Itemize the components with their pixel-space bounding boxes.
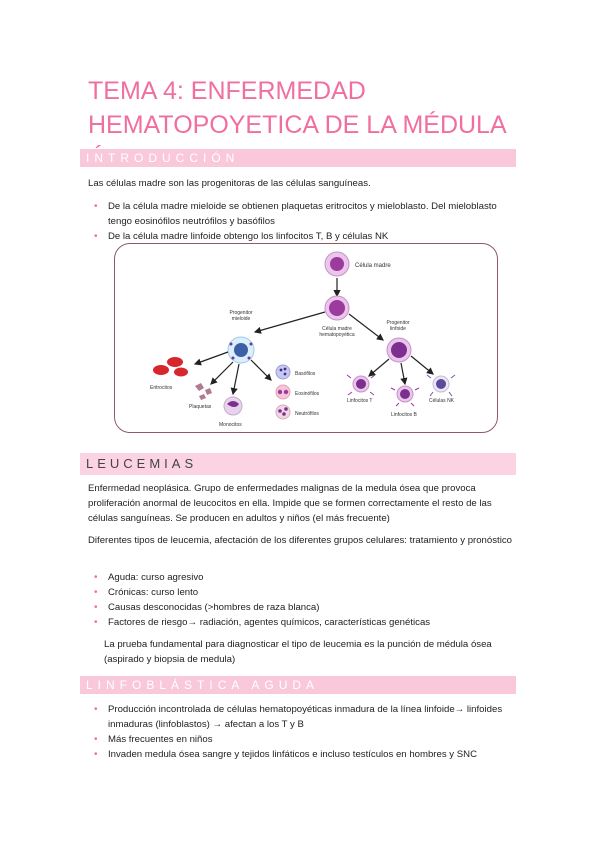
section-heading-linfoblastica: LINFOBLÁSTICA AGUDA (80, 676, 516, 694)
intro-bullet-list: De la célula madre mieloide se obtienen … (88, 199, 516, 244)
leucemias-bullet-list: Aguda: curso agresivo Crónicas: curso le… (88, 570, 516, 630)
section-heading-leucemias: LEUCEMIAS (80, 453, 516, 475)
page-title: TEMA 4: ENFERMEDAD HEMATOPOYETICA DE LA … (88, 77, 506, 173)
label-basofilos: Basófilos (295, 371, 316, 377)
b-lymphocyte-icon (390, 385, 420, 407)
leucemias-note: La prueba fundamental para diagnosticar … (104, 639, 492, 665)
list-item: Invaden medula ósea sangre y tejidos lin… (88, 747, 516, 762)
list-item: Más frecuentes en niños (88, 732, 516, 747)
label-neutrofilos: Neutrófilos (295, 411, 319, 417)
label-progenitor-linfoide-1: Progenitor (386, 320, 409, 326)
linfoblastica-bullet-list: Producción incontrolada de células hemat… (88, 702, 516, 762)
list-item: Producción incontrolada de células hemat… (88, 702, 516, 732)
section-heading-text: INTRODUCCIÓN (86, 151, 240, 165)
hematopoiesis-diagram-svg: Célula madre Célula madre hematopoyética… (150, 251, 456, 428)
label-plaquetas: Plaquetas (189, 404, 212, 410)
nk-cell-icon (426, 374, 456, 397)
list-item: Aguda: curso agresivo (88, 570, 516, 585)
label-progenitor-linfoide-2: linfoide (390, 326, 406, 332)
label-eritrocitos: Eritrocitos (150, 385, 173, 391)
list-item: De la célula madre linfoide obtengo los … (88, 229, 516, 244)
eosinophil-icon (275, 384, 291, 400)
hematopoiesis-diagram: Célula madre Célula madre hematopoyética… (114, 243, 498, 433)
section-heading-text: LEUCEMIAS (86, 456, 198, 471)
list-item: Crónicas: curso lento (88, 585, 516, 600)
list-item: Causas desconocidas (>hombres de raza bl… (88, 600, 516, 615)
myeloid-progenitor-icon (227, 336, 255, 364)
stem-cell-icon (324, 251, 350, 277)
section-heading-introduccion: INTRODUCCIÓN (80, 149, 516, 167)
label-progenitor-mieloide-2: mieloide (232, 316, 251, 322)
label-progenitor-mieloide-1: Progenitor (229, 310, 252, 316)
platelet-icon (195, 383, 212, 400)
arrow (410, 355, 434, 375)
arrow (368, 358, 390, 377)
label-celulas-nk: Células NK (429, 398, 455, 404)
label-linfocitos-t: Linfocitos T (347, 398, 372, 404)
label-eosinofilos: Eosinófilos (295, 391, 320, 397)
label-monocitos: Monocitos (219, 422, 242, 428)
monocyte-icon (223, 396, 243, 416)
arrow (400, 362, 408, 386)
list-item: De la célula madre mieloide se obtienen … (88, 199, 516, 229)
label-celula-madre-hematopoyetica-2: hematopoyética (319, 332, 355, 338)
arrow (230, 363, 240, 396)
lymphoid-progenitor-icon (386, 337, 412, 363)
label-celula-madre: Célula madre (355, 263, 391, 269)
list-item: Factores de riesgo→ radiación, agentes q… (88, 615, 516, 630)
hematopoietic-stem-cell-icon (324, 295, 350, 321)
basophil-icon (275, 364, 291, 380)
label-linfocitos-b: Linfocitos B (391, 412, 418, 418)
label-celula-madre-hematopoyetica-1: Célula madre (322, 326, 352, 332)
intro-paragraph: Las células madre son las progenitoras d… (88, 178, 371, 189)
arrow (250, 359, 272, 381)
arrow (210, 361, 234, 385)
t-lymphocyte-icon (346, 374, 376, 396)
section-heading-text: LINFOBLÁSTICA AGUDA (86, 678, 320, 692)
leucemias-paragraph-2: Diferentes tipos de leucemia, afectación… (88, 535, 512, 546)
arrow (348, 313, 384, 341)
leucemias-paragraph-1: Enfermedad neoplásica. Grupo de enfermed… (88, 483, 492, 524)
neutrophil-icon (275, 404, 291, 420)
arrow (253, 311, 326, 334)
arrow (193, 351, 229, 366)
erythrocyte-icon (153, 357, 188, 377)
